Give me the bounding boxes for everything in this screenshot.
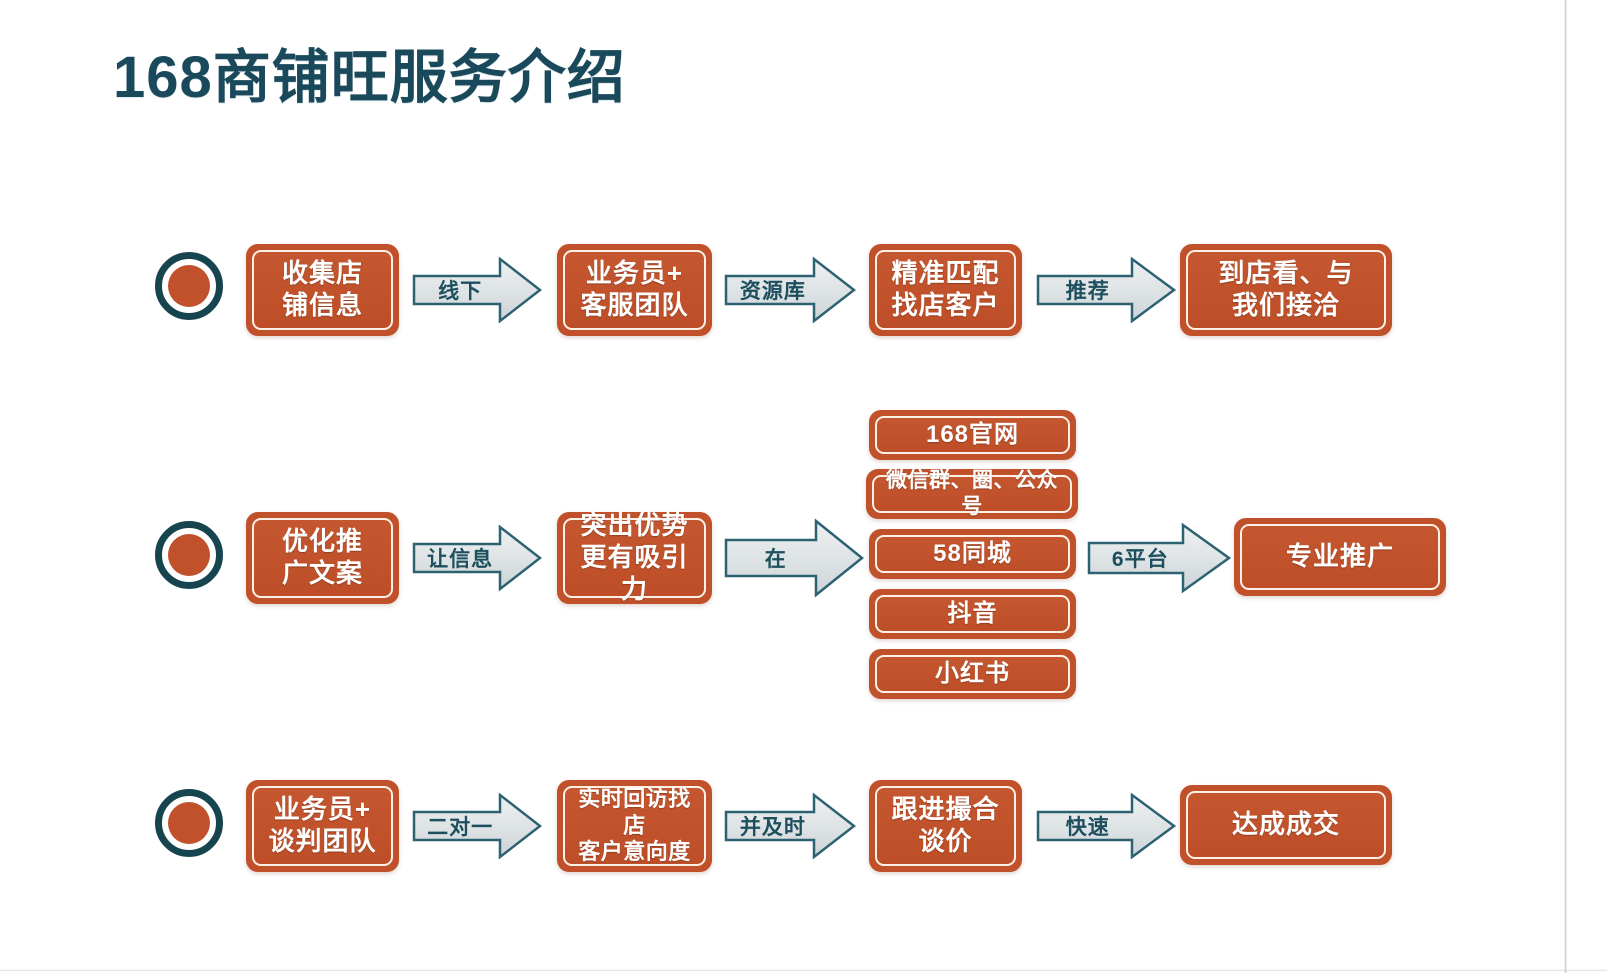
platform-box-1-inner: 168官网 bbox=[875, 416, 1070, 454]
page-edge-right bbox=[1564, 0, 1567, 973]
platform-box-2[interactable]: 微信群、圈、公众号 bbox=[866, 469, 1078, 519]
platform-box-5[interactable]: 小红书 bbox=[869, 649, 1076, 699]
platform-box-2-inner: 微信群、圈、公众号 bbox=[872, 469, 1072, 518]
row-1-arrow-2: 资源库 bbox=[724, 256, 856, 324]
row-3-box-3-label: 跟进撮合 谈价 bbox=[891, 794, 1000, 856]
row-2-box-2[interactable]: 突出优势 更有吸引力 bbox=[557, 510, 712, 604]
platform-box-4-inner: 抖音 bbox=[875, 595, 1070, 633]
row-1-box-4[interactable]: 到店看、与 我们接洽 bbox=[1180, 244, 1392, 336]
row-1-box-4-label: 到店看、与 我们接洽 bbox=[1218, 258, 1354, 320]
row-2-arrow-1: 让信息 bbox=[412, 524, 542, 592]
row-2-box-2-inner: 突出优势 更有吸引力 bbox=[563, 510, 706, 604]
row-1-bullet bbox=[155, 252, 223, 320]
row-1-box-3-label: 精准匹配 找店客户 bbox=[891, 258, 1000, 320]
row-3-box-2-inner: 实时回访找店 客户意向度 bbox=[563, 786, 706, 866]
platform-box-3[interactable]: 58同城 bbox=[869, 529, 1076, 579]
platform-box-4[interactable]: 抖音 bbox=[869, 589, 1076, 639]
row-3-box-2-label: 实时回访找店 客户意向度 bbox=[578, 785, 691, 865]
row-3-box-1[interactable]: 业务员+ 谈判团队 bbox=[246, 780, 399, 872]
row-1-box-1-label: 收集店 铺信息 bbox=[281, 258, 363, 320]
row-3-bullet bbox=[155, 789, 223, 857]
row-2-box-3[interactable]: 专业推广 bbox=[1234, 518, 1446, 596]
row-3-arrow-2: 并及时 bbox=[724, 792, 856, 860]
platform-box-2-label: 微信群、圈、公众号 bbox=[886, 469, 1058, 518]
row-3-box-4-inner: 达成成交 bbox=[1186, 791, 1386, 859]
platform-box-1-label: 168官网 bbox=[925, 421, 1020, 449]
row-1-box-4-inner: 到店看、与 我们接洽 bbox=[1186, 250, 1386, 330]
row-2-box-1-label: 优化推 广文案 bbox=[281, 526, 363, 588]
row-1-box-2-inner: 业务员+ 客服团队 bbox=[563, 250, 706, 330]
row-3-box-4[interactable]: 达成成交 bbox=[1180, 785, 1392, 865]
platform-box-3-label: 58同城 bbox=[933, 540, 1012, 568]
page-title: 168商铺旺服务介绍 bbox=[113, 45, 626, 110]
platform-box-1[interactable]: 168官网 bbox=[869, 410, 1076, 460]
platform-box-5-label: 小红书 bbox=[935, 660, 1010, 688]
row-2-box-2-label: 突出优势 更有吸引力 bbox=[580, 510, 689, 604]
row-1-arrow-3: 推荐 bbox=[1036, 256, 1176, 324]
platform-box-4-label: 抖音 bbox=[947, 600, 998, 628]
row-2-bullet-dot bbox=[168, 534, 210, 576]
row-1-box-2[interactable]: 业务员+ 客服团队 bbox=[557, 244, 712, 336]
row-3-bullet-dot bbox=[168, 802, 210, 844]
row-3-box-4-label: 达成成交 bbox=[1231, 809, 1340, 840]
row-2-arrow-3: 6平台 bbox=[1087, 522, 1231, 594]
row-1-box-3-inner: 精准匹配 找店客户 bbox=[875, 250, 1016, 330]
row-1-box-1[interactable]: 收集店 铺信息 bbox=[246, 244, 399, 336]
row-3-arrow-3: 快速 bbox=[1036, 792, 1176, 860]
row-3-box-3[interactable]: 跟进撮合 谈价 bbox=[869, 780, 1022, 872]
platform-box-3-inner: 58同城 bbox=[875, 535, 1070, 573]
row-2-box-1[interactable]: 优化推 广文案 bbox=[246, 512, 399, 604]
row-3-box-3-inner: 跟进撮合 谈价 bbox=[875, 786, 1016, 866]
row-3-arrow-1: 二对一 bbox=[412, 792, 542, 860]
row-1-box-3[interactable]: 精准匹配 找店客户 bbox=[869, 244, 1022, 336]
row-1-box-2-label: 业务员+ 客服团队 bbox=[580, 258, 689, 320]
row-3-box-2[interactable]: 实时回访找店 客户意向度 bbox=[557, 780, 712, 872]
platform-box-5-inner: 小红书 bbox=[875, 655, 1070, 693]
row-3-box-1-inner: 业务员+ 谈判团队 bbox=[252, 786, 393, 866]
row-1-arrow-1: 线下 bbox=[412, 256, 542, 324]
row-2-box-1-inner: 优化推 广文案 bbox=[252, 518, 393, 598]
row-2-arrow-2: 在 bbox=[724, 518, 864, 598]
row-3-box-1-label: 业务员+ 谈判团队 bbox=[268, 794, 377, 856]
row-1-box-1-inner: 收集店 铺信息 bbox=[252, 250, 393, 330]
page-edge-bottom bbox=[0, 969, 1607, 971]
row-2-box-3-inner: 专业推广 bbox=[1240, 524, 1440, 590]
row-2-box-3-label: 专业推广 bbox=[1285, 541, 1394, 572]
row-1-bullet-dot bbox=[168, 265, 210, 307]
row-2-bullet bbox=[155, 521, 223, 589]
